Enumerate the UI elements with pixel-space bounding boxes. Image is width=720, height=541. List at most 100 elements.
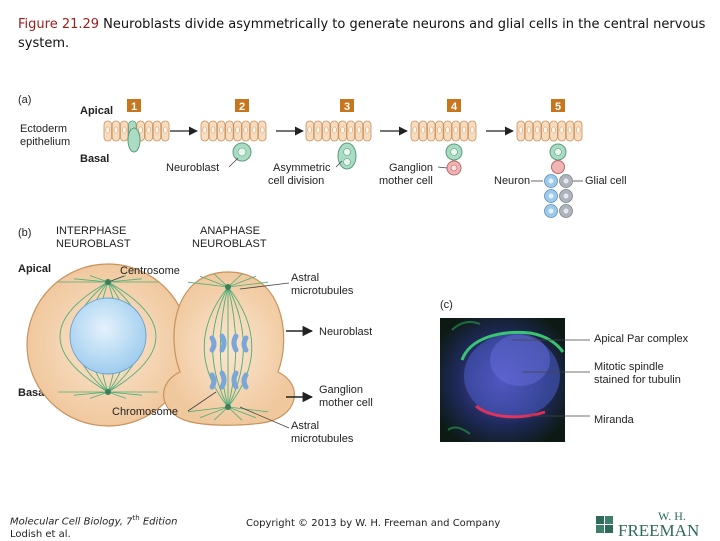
neuroblast-label-b: Neuroblast [319, 326, 372, 338]
astral-microtubule [227, 275, 257, 288]
leader-astral-top [239, 282, 290, 290]
neuroblast-diagram: (a) Apical Basal Ectoderm epithelium 1 2… [18, 94, 689, 445]
astral-microtubule [227, 273, 243, 288]
epithelial-nucleus [315, 126, 321, 134]
dividing-nucleus-bottom [343, 158, 351, 166]
astral-microtubule [213, 273, 229, 288]
figure-caption: Neuroblasts divide asymmetrically to gen… [18, 17, 706, 51]
leader-division [335, 160, 343, 168]
gmc-nucleus-4 [450, 164, 458, 172]
epithelial-nucleus [526, 126, 532, 134]
ganglion-label-b: Ganglion [319, 384, 363, 396]
miranda-label: Miranda [594, 414, 635, 426]
chromosome-label: Chromosome [112, 406, 178, 418]
epithelial-nucleus [567, 126, 573, 134]
microtubule [59, 281, 109, 393]
microtubule [107, 281, 157, 393]
glial-nucleus [563, 193, 569, 199]
spindle-fiber [219, 286, 229, 408]
aster-ray [107, 278, 143, 283]
centrosome-top [105, 279, 111, 285]
anaphase-centrosome-bottom [225, 404, 231, 410]
epithelial-nucleus [323, 126, 329, 134]
epithelial-nucleus [121, 126, 127, 134]
anaphase-neuroblast-label: NEUROBLAST [192, 238, 267, 250]
interphase-nucleus [69, 297, 147, 375]
epithelial-nucleus [551, 126, 556, 134]
epithelial-nucleus [348, 126, 354, 134]
epithelial-nucleus [332, 126, 337, 134]
leader-astral-bottom [239, 406, 290, 429]
astral-microtubule [227, 281, 269, 288]
svg-text:FREEMAN: FREEMAN [618, 521, 699, 538]
epithelial-nucleus [227, 126, 232, 134]
spindle-label-2: stained for tubulin [594, 374, 681, 386]
epithelial-nucleus [469, 126, 475, 134]
epithelial-nucleus [235, 126, 240, 134]
chromosomes [209, 333, 249, 390]
epithelial-nucleus [307, 126, 313, 134]
astral-microtubule [199, 406, 229, 419]
epithelial-nucleus [243, 126, 249, 134]
svg-text:4: 4 [451, 101, 458, 113]
astral-microtubule [227, 406, 243, 421]
epithelial-nucleus [154, 126, 160, 134]
neuroblast-nucleus-2 [237, 147, 247, 157]
spindle-label: Mitotic spindle [594, 361, 664, 373]
centrosome-bottom [105, 389, 111, 395]
svg-text:2: 2 [239, 101, 245, 113]
svg-text:5: 5 [555, 101, 561, 113]
astral-microtubule [213, 406, 229, 421]
neuron-label: Neuron [494, 175, 530, 187]
centrosome-label: Centrosome [120, 265, 180, 277]
epithelial-nucleus [146, 126, 152, 134]
apical-label-a: Apical [80, 105, 113, 117]
copyright: Copyright © 2013 by W. H. Freeman and Co… [246, 518, 501, 529]
ectoderm-label: Ectoderm [20, 123, 67, 135]
epithelial-nucleus [340, 126, 345, 134]
svg-text:1: 1 [131, 101, 137, 113]
epithelial-nucleus [575, 126, 581, 134]
step-box-3: 3 [340, 99, 354, 113]
svg-text:3: 3 [344, 101, 350, 113]
panel-a-label: (a) [18, 94, 31, 106]
basal-label-a: Basal [80, 153, 109, 165]
aster-ray [89, 275, 109, 283]
astral-microtubule [227, 406, 269, 413]
epithelial-nucleus [543, 126, 548, 134]
spindle-fiber [227, 286, 253, 408]
aster-ray [89, 391, 109, 399]
epithelial-nucleus [437, 126, 442, 134]
anaphase-centrosome-top [225, 284, 231, 290]
mother-cell-label-a: mother cell [379, 175, 433, 187]
epithelial-nucleus [251, 126, 257, 134]
aster-ray [73, 391, 109, 396]
epithelial-nucleus [534, 126, 540, 134]
epithelial-nucleus [218, 126, 224, 134]
gmc-cell-5 [551, 160, 565, 174]
interphase-neuroblast-label: NEUROBLAST [56, 238, 131, 250]
book-title: Molecular Cell Biology, 7 [10, 516, 133, 528]
epithelial-nucleus [559, 126, 565, 134]
apical-par-label: Apical Par complex [594, 333, 689, 345]
epithelial-nucleus [162, 126, 168, 134]
interphase-label: INTERPHASE [56, 225, 126, 237]
epithelial-nucleus [210, 126, 216, 134]
epithelial-nucleus [420, 126, 426, 134]
astral-microtubule [187, 281, 229, 288]
dividing-nucleus-top [343, 148, 351, 156]
step-box-1: 1 [127, 99, 141, 113]
asymmetric-label: Asymmetric [273, 162, 331, 174]
epithelial-nucleus [105, 126, 111, 134]
epithelial-nucleus [412, 126, 418, 134]
epithelial-nucleus [259, 126, 265, 134]
apical-label-b: Apical [18, 263, 51, 275]
leader-neuroblast-a [228, 157, 239, 168]
astral-top-label-2: microtubules [291, 285, 354, 297]
ganglion-label-a: Ganglion [389, 162, 433, 174]
neuron-nucleus [548, 208, 554, 214]
astral-bottom-label: Astral [291, 420, 319, 432]
astral-top-label: Astral [291, 272, 319, 284]
leader-centrosome [110, 275, 125, 282]
neuroblast-nucleus-4 [450, 148, 458, 156]
